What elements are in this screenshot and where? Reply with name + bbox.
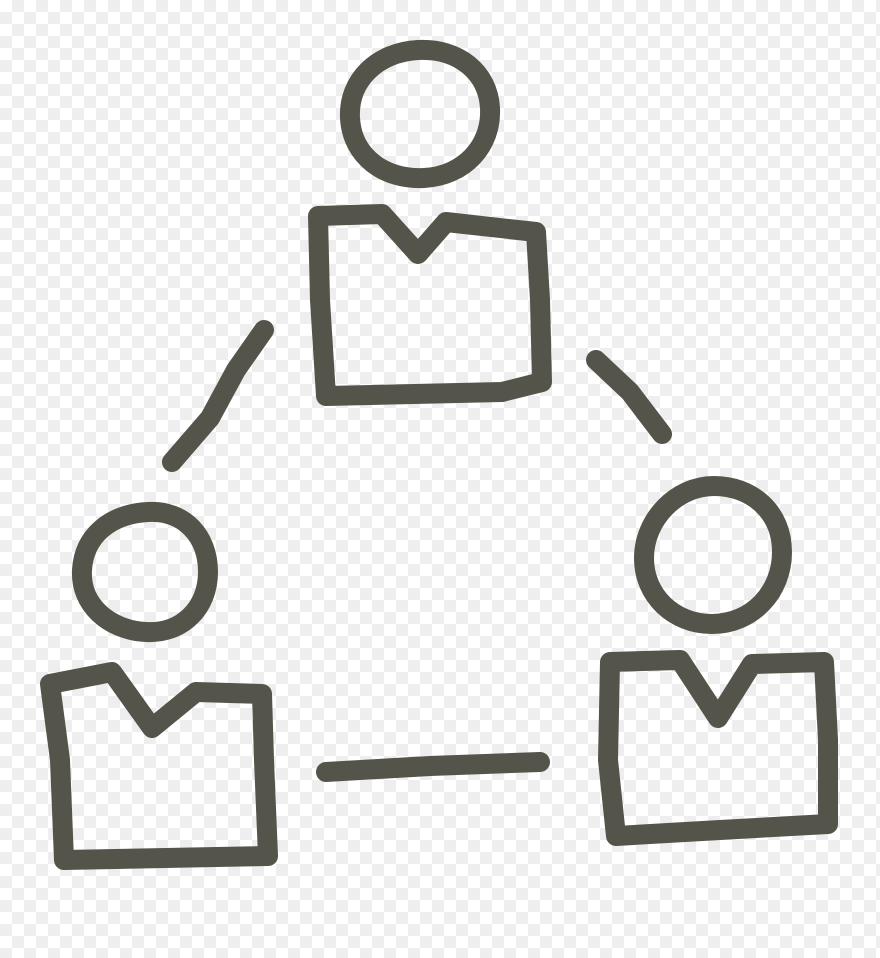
person-left-head [71,501,218,643]
person-left-icon [40,501,278,870]
connector-top-right [586,350,672,444]
connector-left-right [316,752,550,782]
person-top-icon [308,39,552,406]
person-right-head [634,476,792,634]
person-top-body [308,204,552,406]
connector-top-left [162,320,274,472]
person-right-icon [598,476,838,846]
person-left-body [40,662,278,870]
person-top-head [339,39,501,189]
person-right-body [598,650,838,846]
